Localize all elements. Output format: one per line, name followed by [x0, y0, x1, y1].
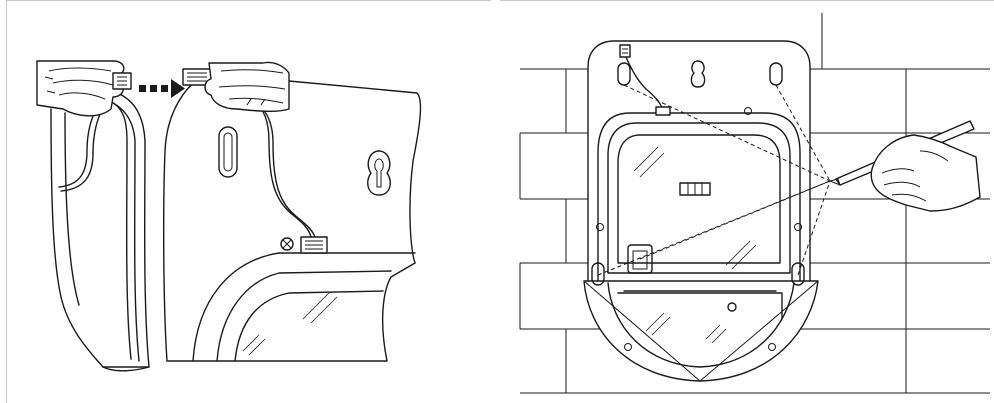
disconnect-diagram	[36, 60, 422, 372]
inner-frame-part	[50, 82, 150, 372]
screw-icon	[280, 237, 294, 251]
slot-hole-icon	[218, 126, 238, 178]
pen-marking-icon	[828, 120, 981, 212]
panel-disconnect-cable	[6, 0, 491, 403]
marking-diagram	[519, 13, 990, 394]
outer-housing-part	[162, 64, 422, 362]
keyhole-icon	[367, 150, 391, 196]
flap-frame	[583, 107, 819, 382]
right-hand-icon	[182, 61, 290, 112]
cable-connector	[619, 44, 671, 116]
panel-mark-drill-holes	[500, 0, 994, 403]
left-hand-icon	[36, 60, 132, 117]
keyhole-icon	[690, 60, 706, 88]
marking-lines	[597, 84, 831, 276]
dashed-arrow-right-icon	[139, 79, 185, 98]
screw-icon	[596, 223, 604, 231]
